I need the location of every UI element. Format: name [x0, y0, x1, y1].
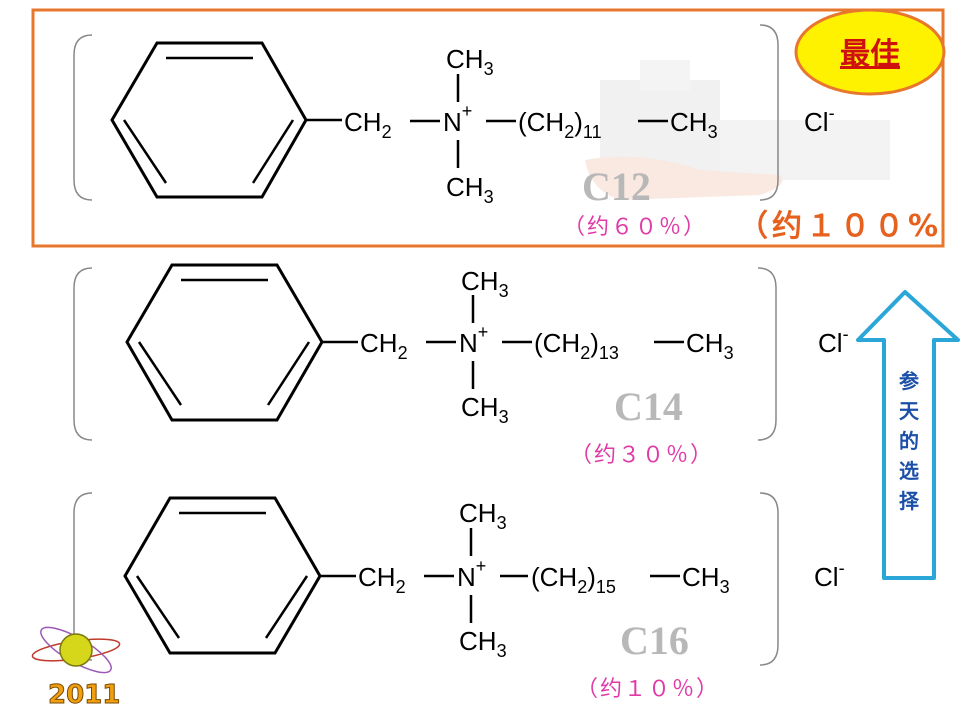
year-logo: 2011	[31, 626, 121, 711]
methyl-end: CH3	[682, 562, 730, 597]
chain-length-label: C16	[620, 618, 689, 663]
best-percentage: （约１００%	[738, 209, 942, 244]
benzene-ring	[125, 263, 324, 422]
nitrogen-atom: N+	[457, 556, 486, 592]
bracket-right	[759, 492, 779, 666]
methyl-top: CH3	[459, 498, 507, 533]
best-highlight-box	[31, 8, 945, 248]
percentage-label: （约３０％）	[570, 443, 714, 468]
percentage-label: （约１０％）	[576, 677, 720, 702]
methyl-bottom: CH3	[461, 392, 509, 427]
best-badge: 最佳	[794, 8, 946, 96]
background-watermark	[585, 60, 890, 200]
methyl-end: CH3	[686, 328, 734, 363]
methyl-end: CH3	[670, 107, 718, 142]
methyl-top: CH3	[461, 266, 509, 301]
arrow-char-5: 择	[899, 489, 920, 513]
alkyl-chain: (CH2)15	[531, 562, 616, 597]
structure-c14: CH2 N+ CH3 CH3 (CH2)13 CH3 Cl- C14 （约３０％…	[73, 263, 849, 468]
arrow-char-3: 的	[899, 429, 919, 453]
chloride-counterion: Cl-	[814, 558, 845, 592]
percentage-label: （约６０％）	[563, 215, 707, 240]
chloride-counterion: Cl-	[818, 324, 849, 358]
ch2-group: CH2	[358, 562, 406, 597]
bracket-right	[757, 267, 777, 441]
nitrogen-atom: N+	[459, 322, 488, 358]
best-badge-text: 最佳	[840, 37, 900, 72]
structure-c16: CH2 N+ CH3 CH3 (CH2)15 CH3 Cl- C16 （约１０％…	[73, 492, 845, 702]
arrow-char-4: 选	[899, 459, 919, 483]
nitrogen-atom: N+	[443, 101, 472, 137]
chain-length-label: C12	[582, 164, 651, 209]
alkyl-chain: (CH2)11	[518, 107, 602, 142]
chain-length-label: C14	[614, 384, 683, 429]
ch2-group: CH2	[344, 107, 392, 142]
methyl-bottom: CH3	[446, 172, 494, 207]
up-arrow: 参 天 的 选 择	[856, 290, 960, 580]
methyl-top: CH3	[446, 44, 494, 79]
arrow-char-2: 天	[899, 399, 920, 423]
alkyl-chain: (CH2)13	[534, 328, 619, 363]
benzene-ring	[123, 496, 322, 655]
benzene-ring	[110, 41, 308, 199]
chloride-counterion: Cl-	[804, 103, 835, 137]
bracket-left	[73, 34, 93, 201]
bracket-right	[759, 24, 779, 201]
structure-c12: CH2 N+ CH3 CH3 (CH2)11 CH3 Cl- C12 （约６０％…	[73, 24, 835, 240]
arrow-char-1: 参	[899, 369, 919, 393]
globe-icon	[59, 633, 93, 667]
ch2-group: CH2	[360, 328, 408, 363]
bracket-left	[73, 267, 93, 441]
methyl-bottom: CH3	[459, 626, 507, 661]
year-text: 2011	[48, 680, 120, 710]
